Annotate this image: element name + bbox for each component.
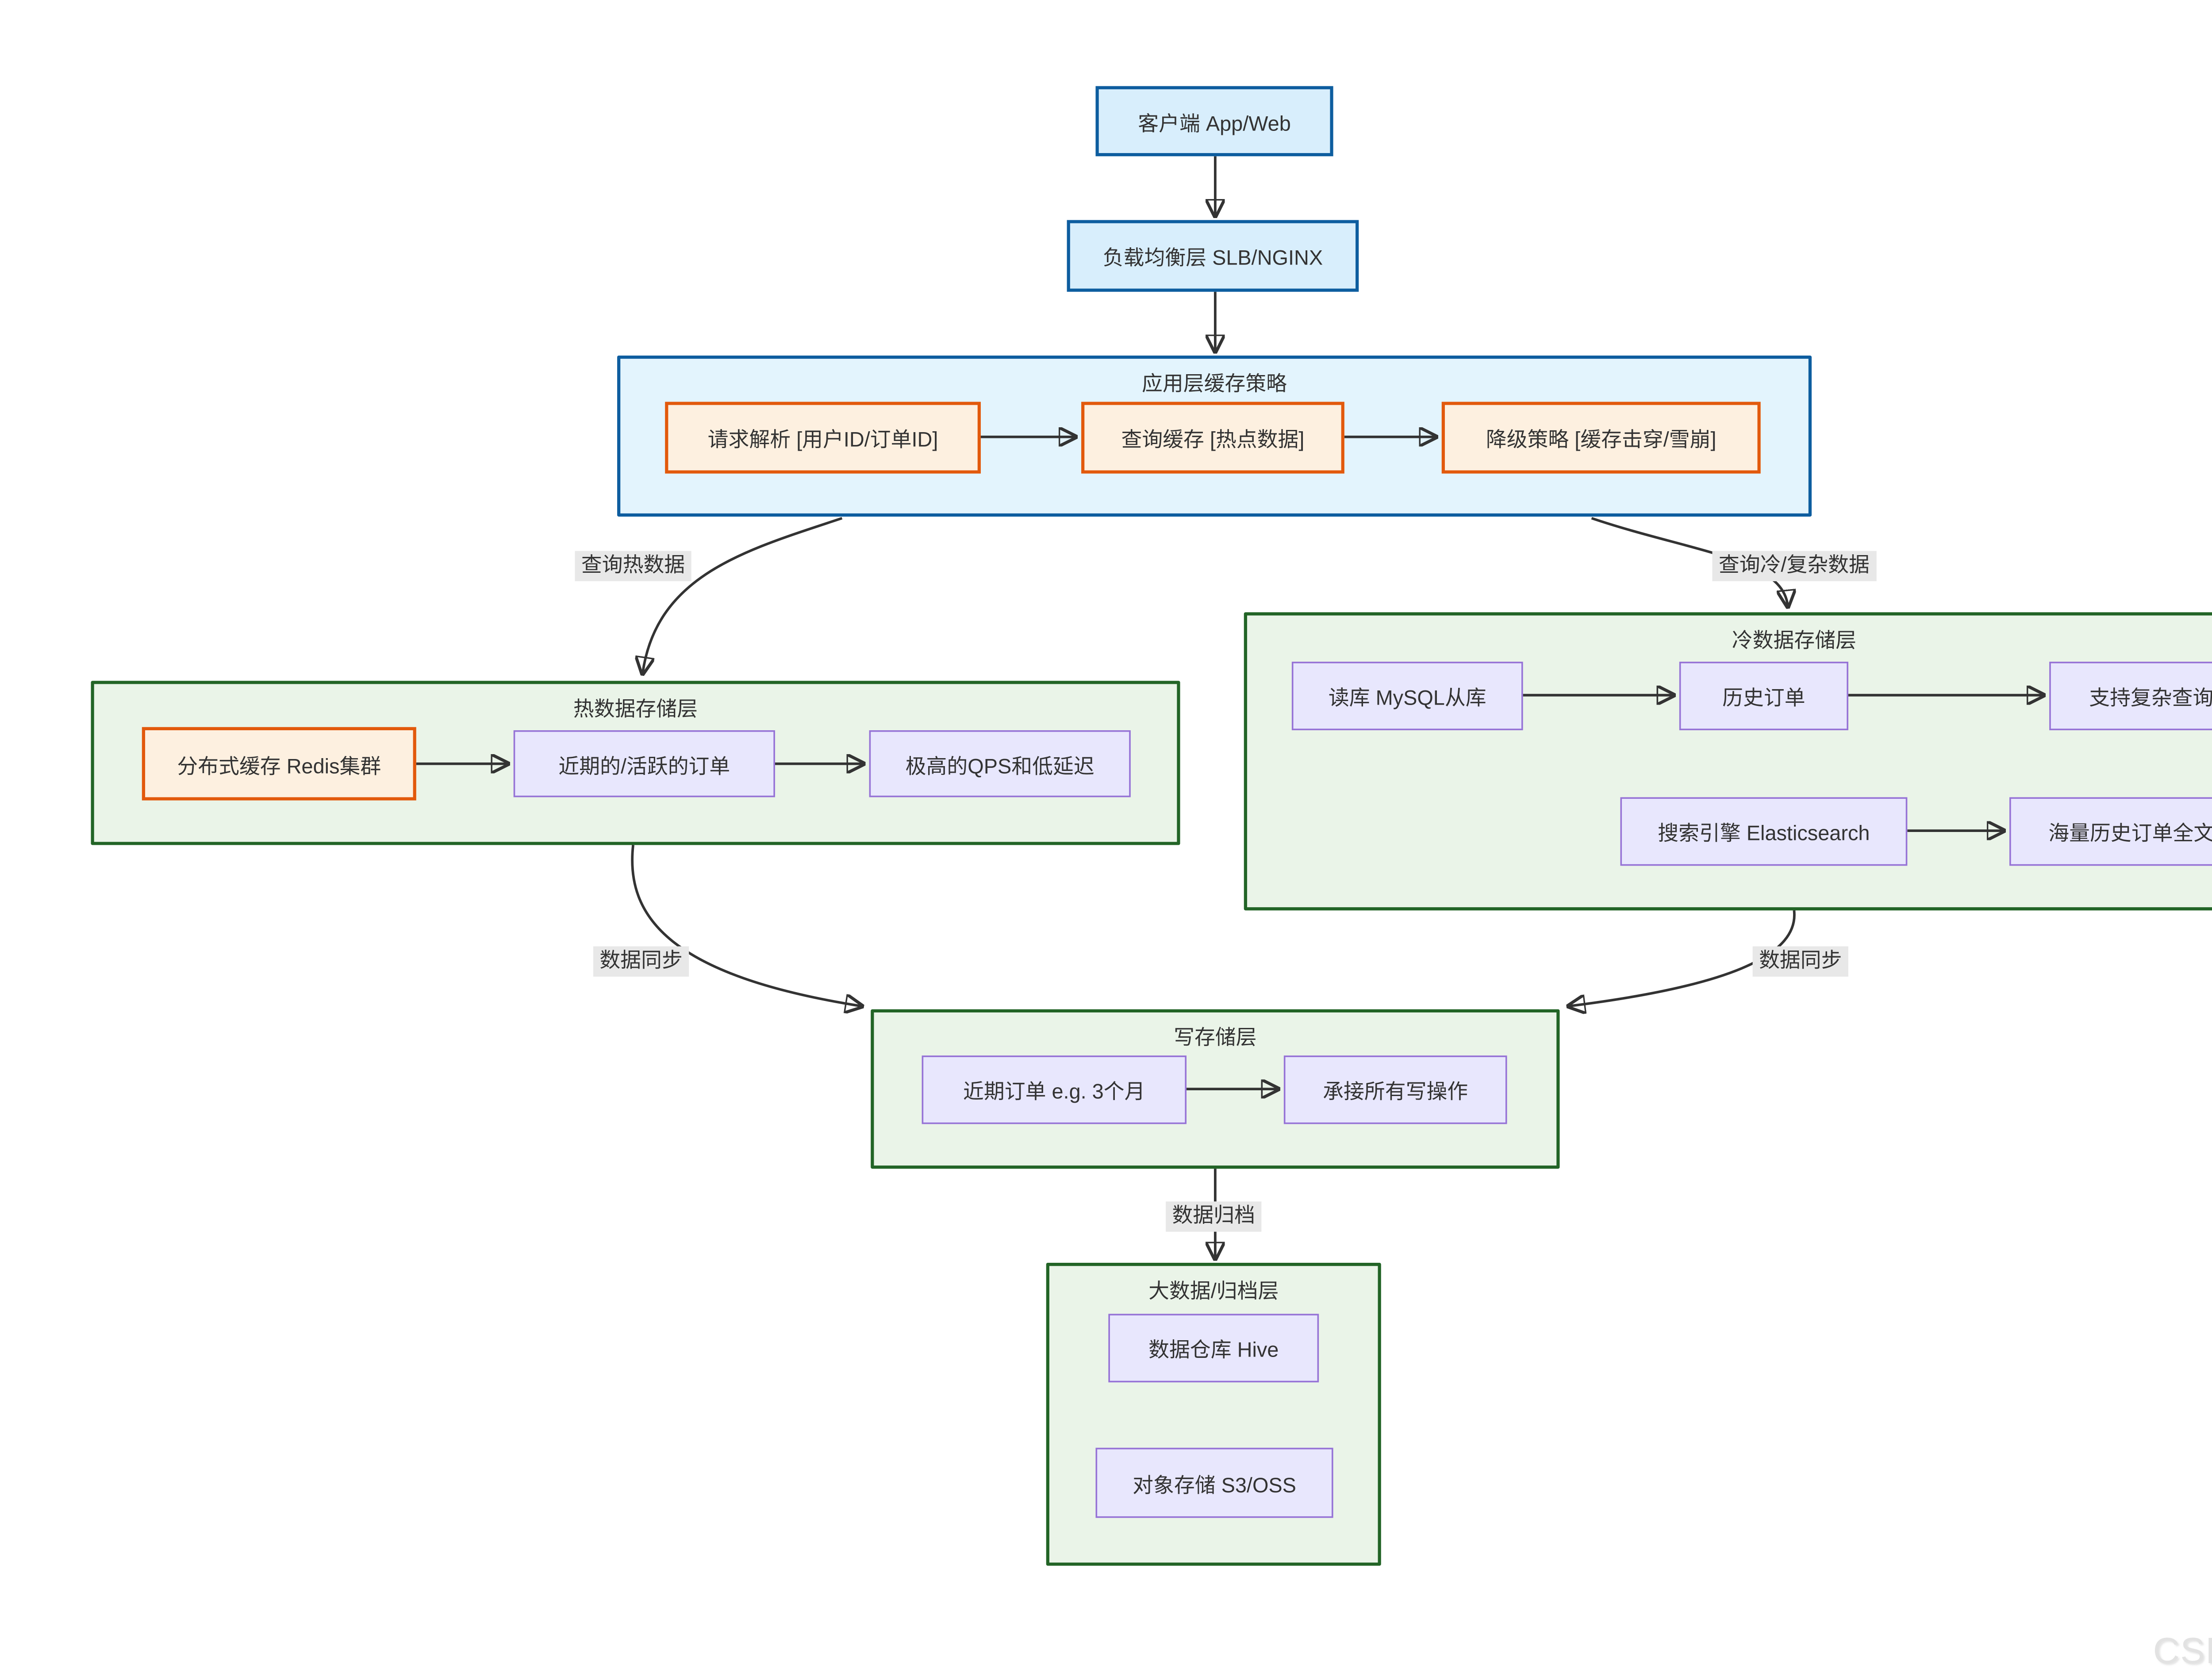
node-elasticsearch: 搜索引擎 Elasticsearch (1620, 797, 1908, 866)
node-load-balancer-label: 负载均衡层 SLB/NGINX (1102, 245, 1323, 270)
container-write-layer-label: 写存储层 (1174, 1025, 1257, 1049)
node-all-write-ops-label: 承接所有写操作 (1323, 1079, 1468, 1104)
container-hot-data-layer-label: 热数据存储层 (573, 697, 698, 721)
node-recent-active-orders: 近期的/活跃的订单 (513, 730, 775, 797)
node-mysql-replica: 读库 MySQL从库 (1291, 661, 1523, 730)
container-cold-data-layer-label: 冷数据存储层 (1732, 628, 1856, 652)
container-app-cache-layer-label: 应用层缓存策略 (1141, 371, 1287, 395)
node-redis-cluster-label: 分布式缓存 Redis集群 (177, 753, 381, 778)
node-object-storage: 对象存储 S3/OSS (1095, 1448, 1333, 1518)
node-object-storage-label: 对象存储 S3/OSS (1133, 1472, 1296, 1497)
node-cache-query-label: 查询缓存 [热点数据] (1121, 427, 1305, 452)
node-recent-orders-3m: 近期订单 e.g. 3个月 (922, 1055, 1187, 1124)
node-client: 客户端 App/Web (1095, 86, 1333, 157)
edge-cold-write (1569, 910, 1796, 1006)
node-history-orders: 历史订单 (1679, 661, 1848, 730)
node-hive-warehouse-label: 数据仓库 Hive (1148, 1338, 1279, 1362)
node-high-qps-low-latency: 极高的QPS和低延迟 (869, 730, 1131, 797)
node-degrade-strategy-label: 降级策略 [缓存击穿/雪崩] (1486, 427, 1717, 452)
edge-hot-write (631, 845, 861, 1006)
node-hive-warehouse: 数据仓库 Hive (1108, 1314, 1319, 1383)
edge-label-query-cold: 查询冷/复杂数据 (1712, 551, 1876, 581)
node-elasticsearch-label: 搜索引擎 Elasticsearch (1658, 821, 1870, 845)
node-client-label: 客户端 App/Web (1138, 111, 1291, 135)
node-complex-query-label: 支持复杂查询 (2089, 686, 2212, 710)
node-recent-orders-3m-label: 近期订单 e.g. 3个月 (963, 1079, 1145, 1104)
node-mysql-replica-label: 读库 MySQL从库 (1328, 686, 1486, 710)
edge-label-sync-left: 数据同步 (593, 946, 689, 977)
edge-label-archive: 数据归档 (1166, 1201, 1262, 1232)
node-high-qps-low-latency-label: 极高的QPS和低延迟 (905, 753, 1094, 778)
node-history-orders-label: 历史订单 (1722, 686, 1805, 710)
edge-app-hot (643, 517, 843, 673)
node-recent-active-orders-label: 近期的/活跃的订单 (558, 753, 730, 778)
csdn-watermark: CSDN @银河技术 (2153, 1629, 2212, 1671)
node-cache-query: 查询缓存 [热点数据] (1081, 402, 1344, 474)
node-load-balancer: 负载均衡层 SLB/NGINX (1067, 220, 1359, 292)
node-request-parse: 请求解析 [用户ID/订单ID] (665, 402, 981, 474)
node-all-write-ops: 承接所有写操作 (1283, 1055, 1507, 1124)
node-complex-query: 支持复杂查询 (2049, 661, 2212, 730)
node-redis-cluster: 分布式缓存 Redis集群 (142, 727, 416, 801)
node-request-parse-label: 请求解析 [用户ID/订单ID] (707, 427, 938, 452)
node-degrade-strategy: 降级策略 [缓存击穿/雪崩] (1441, 402, 1761, 474)
node-fulltext-search: 海量历史订单全文检索 (2009, 797, 2212, 866)
edge-label-sync-right: 数据同步 (1752, 946, 1848, 977)
node-fulltext-search-label: 海量历史订单全文检索 (2048, 821, 2212, 845)
edge-label-query-hot: 查询热数据 (575, 551, 691, 581)
container-archive-layer-label: 大数据/归档层 (1148, 1279, 1279, 1303)
